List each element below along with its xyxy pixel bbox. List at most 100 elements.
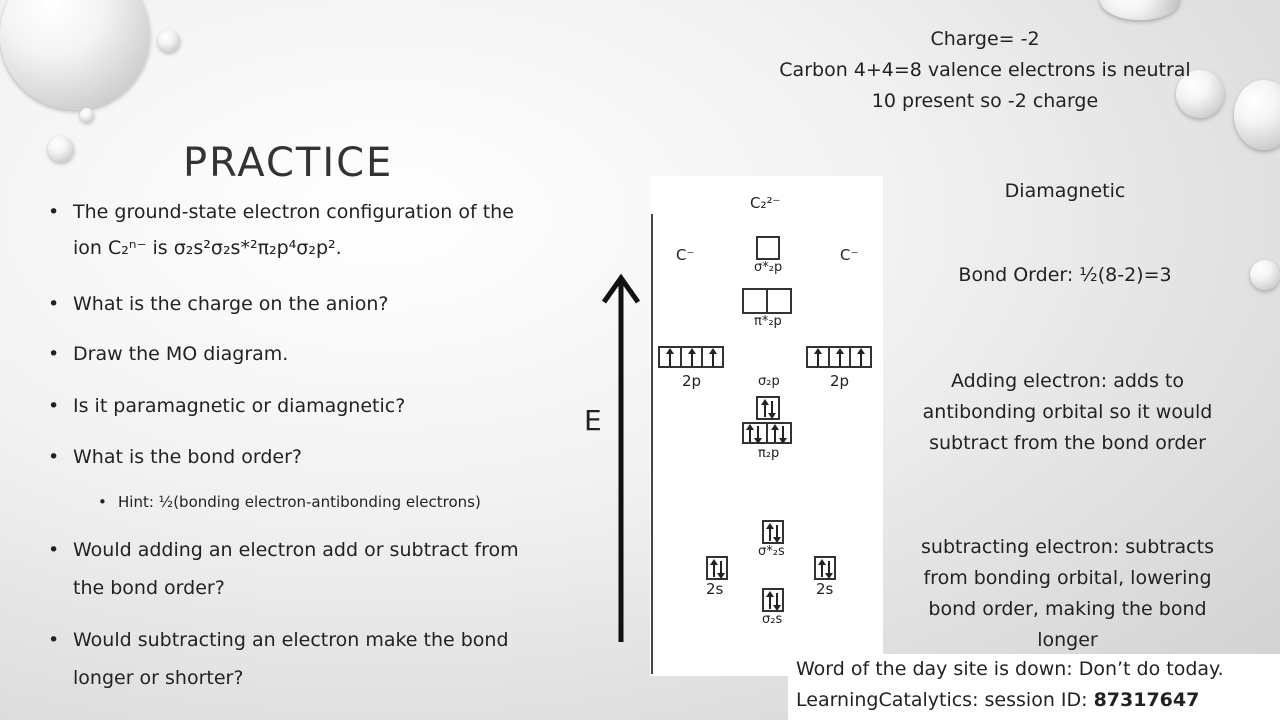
- electron-down-arrow: [773, 593, 781, 611]
- right-2s-label: 2s: [816, 580, 834, 598]
- electron-up-arrow: [771, 424, 779, 442]
- electron-up-arrow: [766, 591, 774, 609]
- axis-line: [651, 214, 653, 674]
- arrowhead: [773, 537, 781, 543]
- right-atom-label: C⁻: [840, 246, 859, 264]
- arrowhead: [709, 348, 717, 354]
- subtracting-line4: longer: [1037, 629, 1098, 651]
- arrowhead: [688, 348, 696, 354]
- arrowhead: [761, 399, 769, 405]
- adding-answer: Adding electron: adds to antibonding orb…: [895, 366, 1240, 459]
- slide-title: PRACTICE: [183, 140, 394, 186]
- arrowhead: [779, 438, 787, 444]
- subtracting-line3: bond order, making the bond: [928, 598, 1207, 620]
- question-subtract-line2: longer or shorter?: [73, 667, 244, 689]
- arrowhead: [836, 348, 844, 354]
- right-2p-box: [806, 346, 872, 368]
- mo-diagram: C₂²⁻ C⁻ C⁻ σ*₂p π*₂p 2p 2p σ₂p π₂p: [650, 176, 883, 676]
- list-item: Draw the MO diagram.: [48, 338, 568, 370]
- sigma-2p-box: [756, 396, 780, 420]
- left-atom-label: C⁻: [676, 246, 695, 264]
- word-of-day-note: Word of the day site is down: Don’t do t…: [796, 658, 1224, 680]
- droplet-decoration: [1176, 70, 1224, 118]
- sigma-2p-label: σ₂p: [758, 374, 780, 389]
- session-line: LearningCatalytics: session ID: 87317647: [796, 685, 1280, 716]
- arrowhead: [771, 424, 779, 430]
- sigma-star-2p-box: [756, 236, 780, 260]
- left-2s-label: 2s: [706, 580, 724, 598]
- session-id: 87317647: [1093, 689, 1200, 711]
- sigma-2s-box: [762, 588, 784, 612]
- droplet-decoration: [1250, 260, 1280, 290]
- arrowhead: [766, 591, 774, 597]
- arrowhead: [814, 348, 822, 354]
- sigma-2s-label: σ₂s: [762, 612, 783, 627]
- electron-down-arrow: [754, 426, 762, 444]
- pi-star-2p-box: [742, 288, 792, 314]
- arrowhead: [717, 573, 725, 579]
- box-cell: [808, 348, 851, 366]
- list-item: Would adding an electron add or subtract…: [48, 534, 568, 604]
- arrowhead: [825, 573, 833, 579]
- subtracting-line1: subtracting electron: subtracts: [921, 536, 1214, 558]
- electron-up-arrow: [814, 348, 822, 366]
- list-item: Is it paramagnetic or diamagnetic?: [48, 390, 568, 422]
- sigma-star-2p-label: σ*₂p: [754, 260, 783, 275]
- arrowhead: [773, 605, 781, 611]
- charge-line3: 10 present so -2 charge: [871, 90, 1099, 112]
- box-cell: [744, 424, 768, 442]
- pi-2p-label: π₂p: [758, 446, 780, 461]
- arrowhead: [666, 348, 674, 354]
- energy-label: E: [584, 404, 602, 437]
- electron-up-arrow: [746, 424, 754, 442]
- sigma-star-2s-label: σ*₂s: [758, 544, 785, 559]
- list-item: What is the charge on the anion?: [48, 288, 568, 320]
- arrowhead: [754, 438, 762, 444]
- adding-line3: subtract from the bond order: [929, 432, 1206, 454]
- question-adding-line2: the bond order?: [73, 577, 225, 599]
- arrowhead: [766, 523, 774, 529]
- electron-up-arrow: [766, 523, 774, 541]
- electron-down-arrow: [717, 561, 725, 579]
- droplet-decoration: [1234, 80, 1280, 150]
- magnetism-answer: Diamagnetic: [1004, 180, 1126, 202]
- electron-down-arrow: [779, 426, 787, 444]
- list-item: Would subtracting an electron make the b…: [48, 624, 568, 694]
- box-cell: [660, 348, 682, 366]
- session-prefix: LearningCatalytics: session ID:: [796, 689, 1094, 711]
- droplet-decoration: [48, 136, 74, 162]
- charge-line1: Charge= -2: [930, 28, 1040, 50]
- arrowhead: [818, 559, 826, 565]
- adding-line1: Adding electron: adds to: [950, 370, 1185, 392]
- box-cell: [744, 290, 768, 312]
- charge-answer: Charge= -2 Carbon 4+4=8 valence electron…: [740, 24, 1230, 117]
- electron-up-arrow: [710, 559, 718, 577]
- arrowhead: [857, 348, 865, 354]
- electron-up-arrow: [857, 348, 865, 366]
- footer-note: Word of the day site is down: Don’t do t…: [788, 654, 1280, 720]
- box-cell: [660, 348, 703, 366]
- box-cell: [808, 348, 830, 366]
- electron-up-arrow: [836, 348, 844, 366]
- question-adding-line1: Would adding an electron add or subtract…: [73, 539, 519, 561]
- droplet-decoration: [0, 0, 150, 110]
- electron-up-arrow: [666, 348, 674, 366]
- right-2s-box: [814, 556, 836, 580]
- subtracting-line2: from bonding orbital, lowering: [923, 567, 1212, 589]
- electron-down-arrow: [768, 401, 776, 419]
- hint-item: Hint: ½(bonding electron-antibonding ele…: [48, 486, 568, 518]
- molecule-label: C₂²⁻: [750, 194, 781, 212]
- electron-up-arrow: [688, 348, 696, 366]
- pi-2p-box: [742, 422, 792, 444]
- question-config-line1: The ground-state electron configuration …: [73, 201, 514, 223]
- left-2s-box: [706, 556, 728, 580]
- electron-up-arrow: [709, 348, 717, 366]
- question-config-line2: ion C₂ⁿ⁻ is σ₂s²σ₂s*²π₂p⁴σ₂p².: [73, 237, 342, 259]
- subtracting-answer: subtracting electron: subtracts from bon…: [895, 532, 1240, 656]
- right-2p-label: 2p: [830, 372, 850, 390]
- electron-up-arrow: [761, 399, 769, 417]
- list-item: The ground-state electron configuration …: [48, 196, 568, 264]
- left-2p-label: 2p: [682, 372, 702, 390]
- list-item: What is the bond order?: [48, 441, 568, 473]
- arrowhead: [746, 424, 754, 430]
